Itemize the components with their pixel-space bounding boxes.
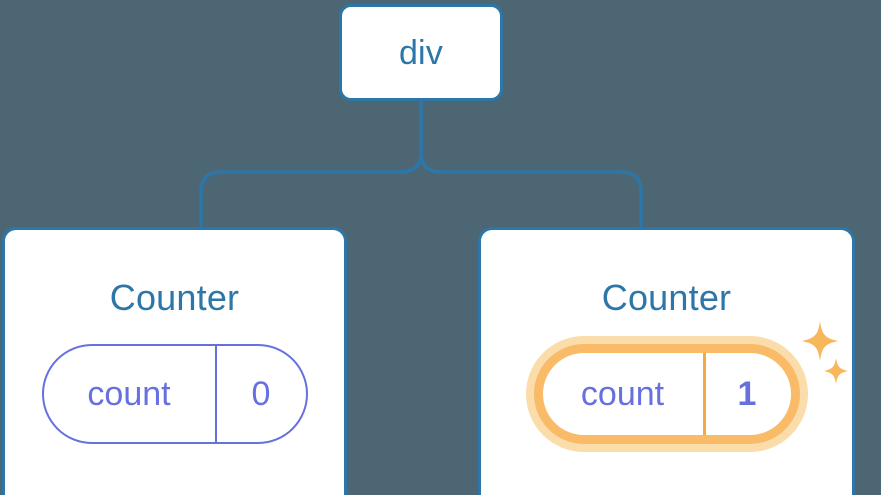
node-counter-right[interactable]: Counter count 1 bbox=[478, 227, 855, 495]
state-pill-left-value: 0 bbox=[251, 375, 271, 413]
state-pill-right-key-cell: count bbox=[543, 353, 706, 435]
state-pill-left-key-cell: count bbox=[44, 346, 217, 442]
node-counter-left-label: Counter bbox=[109, 277, 240, 318]
state-pill-wrap-left: count 0 bbox=[41, 344, 308, 444]
node-counter-left[interactable]: Counter count 0 bbox=[2, 227, 347, 495]
state-pill-left[interactable]: count 0 bbox=[41, 344, 308, 444]
state-pill-right[interactable]: count 1 bbox=[533, 344, 800, 444]
state-pill-right-value-cell: 1 bbox=[706, 353, 789, 435]
state-pill-right-value: 1 bbox=[737, 375, 757, 413]
state-pill-left-key: count bbox=[87, 375, 171, 413]
node-root-div[interactable]: div bbox=[339, 4, 503, 101]
node-root-label: div bbox=[398, 33, 444, 72]
state-pill-left-value-cell: 0 bbox=[217, 346, 306, 442]
node-counter-right-label: Counter bbox=[601, 277, 732, 318]
state-pill-wrap-right: count 1 bbox=[533, 344, 800, 444]
state-pill-right-key: count bbox=[580, 375, 665, 413]
